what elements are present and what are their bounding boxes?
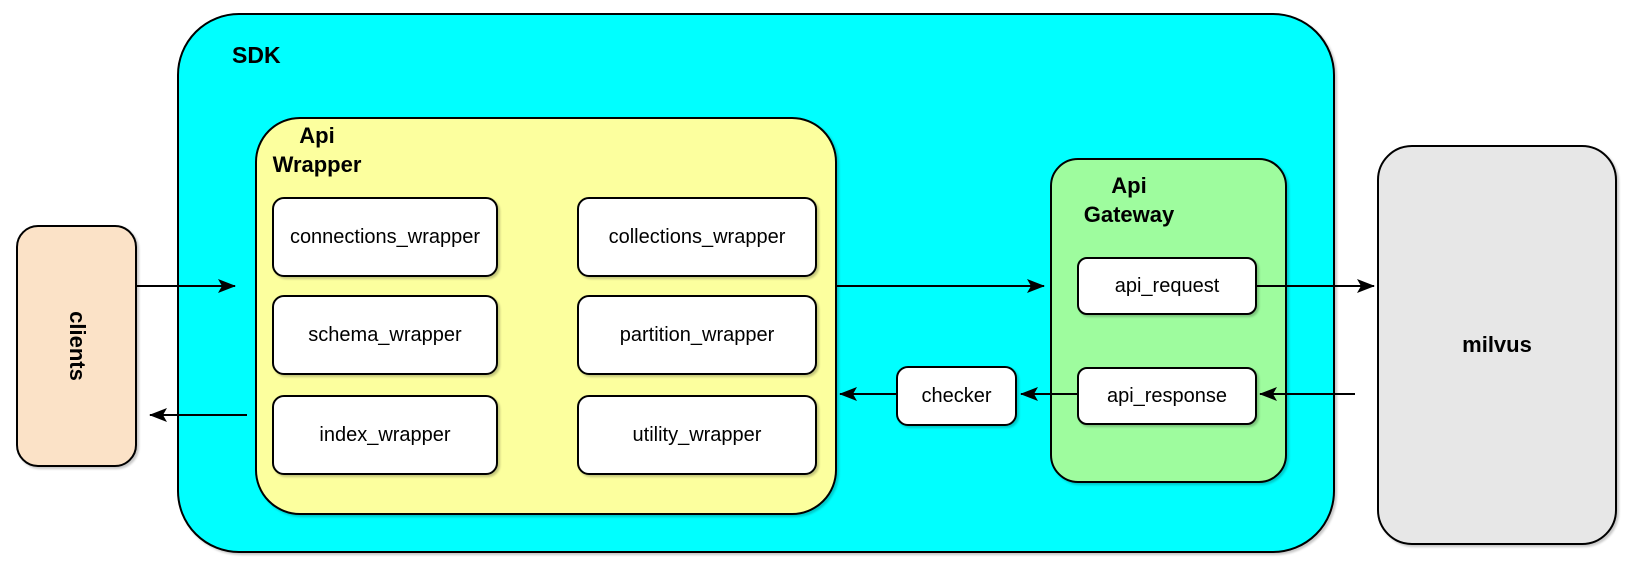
box-connections-wrapper: connections_wrapper xyxy=(272,197,498,277)
box-utility-wrapper-label: utility_wrapper xyxy=(632,423,762,446)
box-api-response: api_response xyxy=(1077,367,1257,425)
api-wrapper-container: Api Wrapper connections_wrapper collecti… xyxy=(255,117,837,515)
box-collections-wrapper-label: collections_wrapper xyxy=(608,225,786,248)
milvus-label: milvus xyxy=(1462,332,1532,357)
api-gateway-label-line1: Api xyxy=(1111,173,1147,198)
api-wrapper-label-line2: Wrapper xyxy=(272,151,362,177)
api-wrapper-label-line1: Api xyxy=(299,123,335,148)
box-schema-wrapper-label: schema_wrapper xyxy=(308,323,462,346)
checker-node: checker xyxy=(896,366,1017,426)
api-gateway-label-line2: Gateway xyxy=(1083,201,1175,227)
box-index-wrapper: index_wrapper xyxy=(272,395,498,475)
milvus-node: milvus xyxy=(1377,145,1617,545)
box-schema-wrapper: schema_wrapper xyxy=(272,295,498,375)
box-api-request-label: api_request xyxy=(1114,274,1220,297)
api-gateway-container: Api Gateway api_request api_response xyxy=(1050,158,1287,483)
box-partition-wrapper: partition_wrapper xyxy=(577,295,817,375)
box-api-request: api_request xyxy=(1077,257,1257,315)
api-gateway-label: Api Gateway xyxy=(1068,172,1190,229)
box-collections-wrapper: collections_wrapper xyxy=(577,197,817,277)
clients-label: clients xyxy=(64,311,90,381)
clients-node: clients xyxy=(16,225,137,467)
checker-label: checker xyxy=(921,384,992,407)
box-api-response-label: api_response xyxy=(1106,384,1228,407)
sdk-container: SDK Api Wrapper connections_wrapper coll… xyxy=(177,13,1335,553)
box-utility-wrapper: utility_wrapper xyxy=(577,395,817,475)
api-wrapper-label: Api Wrapper xyxy=(261,122,373,179)
sdk-label: SDK xyxy=(232,42,281,68)
box-index-wrapper-label: index_wrapper xyxy=(319,423,451,446)
box-partition-wrapper-label: partition_wrapper xyxy=(619,323,775,346)
box-connections-wrapper-label: connections_wrapper xyxy=(289,225,481,248)
